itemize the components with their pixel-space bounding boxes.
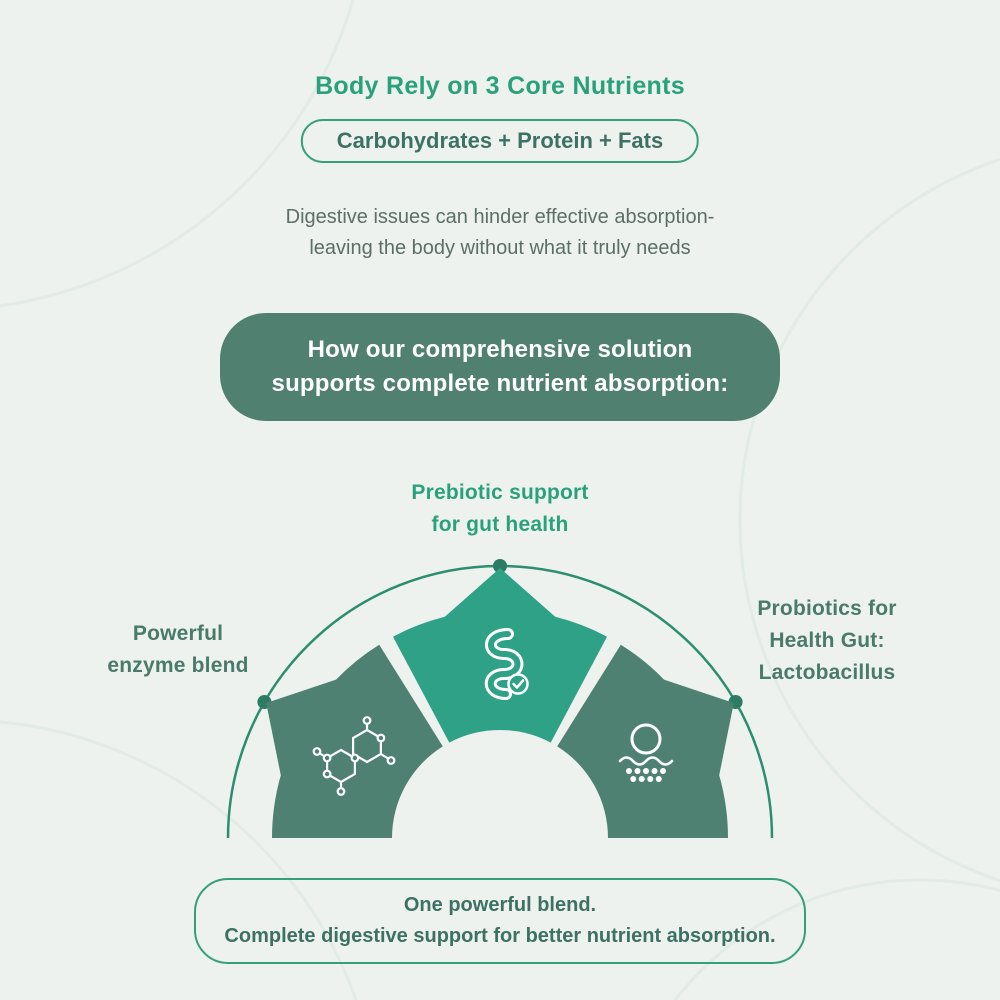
label-probiotics-line3: Lactobacillus <box>758 660 896 684</box>
label-probiotics-line1: Probiotics for <box>757 597 897 620</box>
footer-pill: One powerful blend. Complete digestive s… <box>194 878 806 964</box>
intestine-check-icon <box>484 628 529 700</box>
solution-banner-line1: How our comprehensive solution <box>307 336 693 363</box>
segment-prebiotic <box>393 568 607 743</box>
intro-text: Digestive issues can hinder effective ab… <box>0 202 1000 264</box>
label-prebiotic-line1: Prebiotic support <box>411 481 589 504</box>
arc-dot-left <box>257 695 272 709</box>
arc-dot-top <box>493 559 507 573</box>
segment-probiotics <box>557 644 734 838</box>
label-enzyme-blend: Powerful enzyme blend <box>78 618 278 682</box>
intro-text-line1: Digestive issues can hinder effective ab… <box>285 206 715 228</box>
solution-banner-line2: supports complete nutrient absorption: <box>271 370 729 398</box>
page-title: Body Rely on 3 Core Nutrients <box>315 72 685 100</box>
intro-text-line2: leaving the body without what it truly n… <box>309 237 691 259</box>
probiotics-icon <box>618 723 674 782</box>
footer-line1: One powerful blend. <box>403 894 597 916</box>
nutrients-pill: Carbohydrates + Protein + Fats <box>300 119 700 163</box>
label-enzyme-line2: enzyme blend <box>107 653 249 677</box>
label-prebiotic-line2: for gut health <box>431 512 569 536</box>
label-enzyme-line1: Powerful <box>132 622 224 645</box>
segment-enzyme-blend <box>266 644 443 838</box>
footer-line2: Complete digestive support for better nu… <box>224 925 776 947</box>
molecule-icon <box>312 716 396 796</box>
label-probiotics: Probiotics for Health Gut: Lactobacillus <box>732 593 922 689</box>
arc-dot-right <box>728 695 743 709</box>
nutrients-pill-label: Carbohydrates + Protein + Fats <box>336 128 664 153</box>
label-prebiotic-support: Prebiotic support for gut health <box>0 477 1000 541</box>
label-probiotics-line2: Health Gut: <box>769 628 885 652</box>
solution-banner: How our comprehensive solution supports … <box>220 313 780 422</box>
outer-arc <box>226 564 774 839</box>
